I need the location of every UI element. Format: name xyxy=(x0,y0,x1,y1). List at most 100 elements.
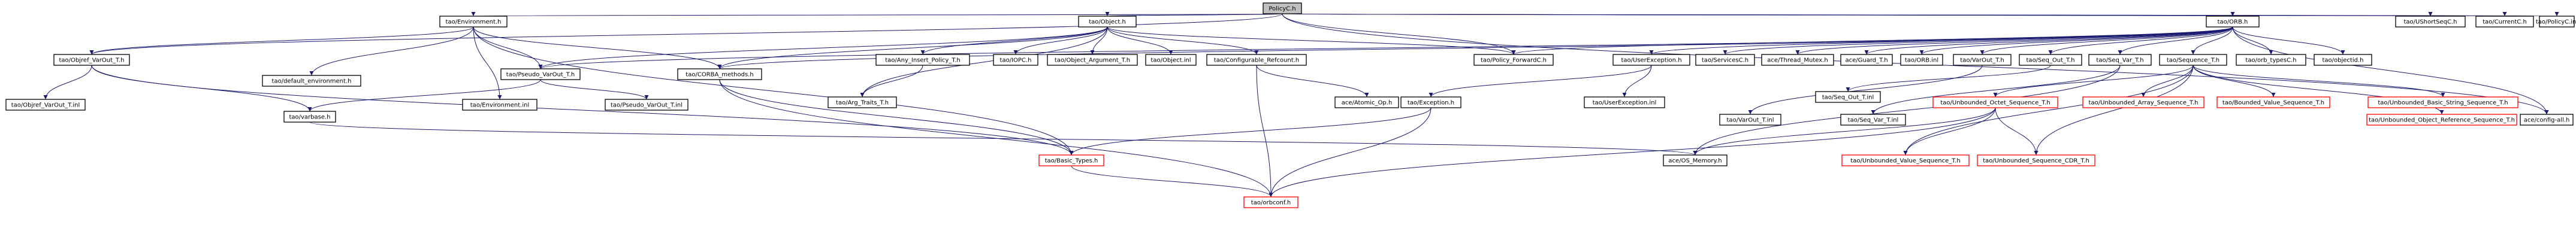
node-box xyxy=(1840,114,1906,126)
node-unbounded-octet-sequence-t-h[interactable]: tao/Unbounded_Octet_Sequence_T.h xyxy=(1932,96,2058,108)
node-bounded-value-sequence-t-h[interactable]: tao/Bounded_Value_Sequence_T.h xyxy=(2216,96,2330,108)
node-object-inl[interactable]: tao/Object.inl xyxy=(1145,54,1197,66)
node-label: tao/Object.inl xyxy=(1150,57,1191,64)
node-servicesc-h[interactable]: tao/ServicesC.h xyxy=(1695,54,1755,66)
node-object-h[interactable]: tao/Object.h xyxy=(1078,16,1137,28)
edge-unbounded-octet-sequence-t-h-to-unbounded-value-sequence-t-h xyxy=(1903,107,1996,156)
node-seq-out-t-inl[interactable]: tao/Seq_Out_T.inl xyxy=(1815,91,1881,103)
node-orbconf-h[interactable]: tao/orbconf.h xyxy=(1243,196,1298,208)
edge-object-h-to-object-inl xyxy=(1107,26,1173,55)
node-thread-mutex-h[interactable]: ace/Thread_Mutex.h xyxy=(1761,54,1834,66)
node-label: tao/Bounded_Value_Sequence_T.h xyxy=(2222,100,2324,107)
edge-sequence-t-h-to-unbounded-array-sequence-t-h xyxy=(2141,65,2194,98)
edge-unbounded-octet-sequence-t-h-to-unbounded-sequence-cdr-t-h xyxy=(1995,107,2039,156)
node-label: tao/ServicesC.h xyxy=(1702,57,1748,64)
edge-any-insert-policy-t-h-to-arg-traits-t-h xyxy=(860,65,923,98)
node-seq-var-t-inl[interactable]: tao/Seq_Var_T.inl xyxy=(1840,114,1906,126)
node-orb-typesc-h[interactable]: tao/orb_typesC.h xyxy=(2236,54,2306,66)
node-config-all-h[interactable]: ace/config-all.h xyxy=(2520,114,2574,126)
node-label: tao/VarOut_T.h xyxy=(1960,57,2004,64)
edge-object-h-to-policy-forwardc-h xyxy=(1107,26,1516,55)
node-label: ace/Guard_T.h xyxy=(1845,57,1888,64)
edge-policyc-h-to-environment-h xyxy=(473,11,1283,17)
edge-varbase-h-to-os-memory-h xyxy=(309,122,1697,156)
node-userexception-h[interactable]: tao/UserException.h xyxy=(1612,54,1690,66)
edge-varout-t-h-to-varout-t-inl xyxy=(1748,65,1983,115)
node-pseudo-varout-t-inl[interactable]: tao/Pseudo_VarOut_T.inl xyxy=(605,99,688,111)
node-environment-inl[interactable]: tao/Environment.inl xyxy=(462,99,537,111)
node-label: tao/Object_Argument_T.h xyxy=(1055,57,1130,64)
node-seq-out-t-h[interactable]: tao/Seq_Out_T.h xyxy=(2019,54,2082,66)
node-box xyxy=(1695,54,1755,66)
edge-object-h-to-arg-traits-t-h xyxy=(860,26,1108,98)
node-varout-t-h[interactable]: tao/VarOut_T.h xyxy=(1953,54,2012,66)
node-label: tao/varbase.h xyxy=(289,114,330,121)
edge-policyc-h-to-policy-forwardc-h xyxy=(1282,13,1516,55)
node-default-environment-h[interactable]: tao/default_environment.h xyxy=(262,75,361,87)
node-sequence-t-h[interactable]: tao/Sequence_T.h xyxy=(2159,54,2227,66)
node-exception-h[interactable]: tao/Exception.h xyxy=(1400,96,1461,108)
node-unbounded-object-reference-sequence-t-h[interactable]: tao/Unbounded_Object_Reference_Sequence_… xyxy=(2366,114,2517,126)
node-basic-types-h[interactable]: tao/Basic_Types.h xyxy=(1038,154,1104,166)
node-box xyxy=(2019,54,2082,66)
node-label: tao/PolicyC.inl xyxy=(2536,19,2576,26)
node-objectid-h[interactable]: tao/objectid.h xyxy=(2314,54,2372,66)
node-guard-t-h[interactable]: ace/Guard_T.h xyxy=(1840,54,1893,66)
node-unbounded-array-sequence-t-h[interactable]: tao/Unbounded_Array_Sequence_T.h xyxy=(2082,96,2204,108)
edge-configurable-refcount-h-to-orbconf-h xyxy=(1256,65,1273,198)
node-box xyxy=(53,54,130,66)
node-iopc-h[interactable]: tao/IOPC.h xyxy=(993,54,1038,66)
node-ushortseqc-h[interactable]: tao/UShortSeqC.h xyxy=(2395,16,2466,28)
node-objref-varout-t-h[interactable]: tao/Objref_VarOut_T.h xyxy=(53,54,130,66)
node-policyc-h[interactable]: PolicyC.h xyxy=(1263,2,1302,14)
node-label: tao/Unbounded_Value_Sequence_T.h xyxy=(1850,158,1960,165)
node-unbounded-basic-string-sequence-t-h[interactable]: tao/Unbounded_Basic_String_Sequence_T.h xyxy=(2367,96,2518,108)
edge-corba-methods-h-to-basic-types-h xyxy=(719,79,1074,156)
node-object-argument-t-h[interactable]: tao/Object_Argument_T.h xyxy=(1047,54,1138,66)
node-label: tao/orbconf.h xyxy=(1251,200,1291,206)
node-environment-h[interactable]: tao/Environment.h xyxy=(439,16,508,28)
node-box xyxy=(1663,154,1728,166)
node-corba-methods-h[interactable]: tao/CORBA_methods.h xyxy=(677,68,762,80)
edges-layer xyxy=(43,11,2557,198)
edge-orb-h-to-orb-inl xyxy=(1919,26,2233,55)
edge-sequence-t-h-to-unbounded-octet-sequence-t-h xyxy=(1993,65,2194,98)
node-policyc-inl[interactable]: tao/PolicyC.inl xyxy=(2536,16,2576,28)
node-box xyxy=(500,68,581,80)
node-varout-t-inl[interactable]: tao/VarOut_T.inl xyxy=(1719,114,1781,126)
node-box xyxy=(262,75,361,87)
node-label: tao/CORBA_methods.h xyxy=(685,72,753,78)
edge-object-h-to-any-insert-policy-t-h xyxy=(920,26,1108,55)
node-orb-h[interactable]: tao/ORB.h xyxy=(2206,16,2260,28)
edge-orb-h-to-varout-t-h xyxy=(1980,26,2233,55)
node-box xyxy=(439,16,508,28)
node-objref-varout-t-inl[interactable]: tao/Objref_VarOut_T.inl xyxy=(5,99,86,111)
node-os-memory-h[interactable]: ace/OS_Memory.h xyxy=(1663,154,1728,166)
node-box xyxy=(462,99,537,111)
node-box xyxy=(2520,114,2574,126)
node-unbounded-sequence-cdr-t-h[interactable]: tao/Unbounded_Sequence_CDR_T.h xyxy=(1977,154,2095,166)
node-atomic-op-h[interactable]: ace/Atomic_Op.h xyxy=(1334,96,1399,108)
edge-object-h-to-iopc-h xyxy=(1013,26,1108,55)
node-label: tao/Seq_Out_T.inl xyxy=(1822,95,1874,101)
node-varbase-h[interactable]: tao/varbase.h xyxy=(283,111,336,123)
node-box xyxy=(1078,16,1137,28)
edge-sequence-t-h-to-unbounded-sequence-cdr-t-h xyxy=(2034,65,2194,156)
node-label: tao/Arg_Traits_T.h xyxy=(836,100,889,107)
edge-sequence-t-h-to-unbounded-basic-string-sequence-t-h xyxy=(2193,65,2445,98)
node-label: ace/OS_Memory.h xyxy=(1668,158,1722,165)
node-currentc-h[interactable]: tao/CurrentC.h xyxy=(2475,16,2534,28)
node-orb-inl[interactable]: tao/ORB.inl xyxy=(1900,54,1943,66)
node-label: tao/ORB.inl xyxy=(1905,57,1938,64)
node-unbounded-value-sequence-t-h[interactable]: tao/Unbounded_Value_Sequence_T.h xyxy=(1841,154,1970,166)
node-arg-traits-t-h[interactable]: tao/Arg_Traits_T.h xyxy=(828,96,897,108)
edge-seq-var-t-h-to-seq-var-t-inl xyxy=(1871,65,2121,115)
node-pseudo-varout-t-h[interactable]: tao/Pseudo_VarOut_T.h xyxy=(500,68,581,80)
node-configurable-refcount-h[interactable]: tao/Configurable_Refcount.h xyxy=(1206,54,1307,66)
node-policy-forwardc-h[interactable]: tao/Policy_ForwardC.h xyxy=(1473,54,1554,66)
node-userexception-inl[interactable]: tao/UserException.inl xyxy=(1584,96,1665,108)
node-any-insert-policy-t-h[interactable]: tao/Any_Insert_Policy_T.h xyxy=(875,54,970,66)
node-seq-var-t-h[interactable]: tao/Seq_Var_T.h xyxy=(2088,54,2152,66)
edge-object-h-to-pseudo-varout-t-h xyxy=(538,26,1108,69)
node-label: tao/Unbounded_Sequence_CDR_T.h xyxy=(1983,158,2089,165)
